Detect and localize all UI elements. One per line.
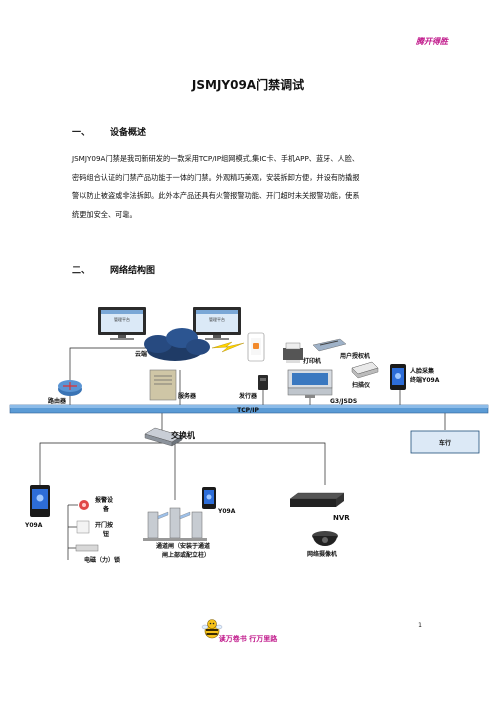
paragraph-line: 统更加安全、可靠。 xyxy=(72,209,137,219)
overview-paragraph: JSMJY09A门禁是我司新研发的一款采用TCP/IP组网模式,集IC卡、手机A… xyxy=(72,150,428,224)
switch-label: 交换机 xyxy=(171,430,195,440)
magnetic-lock-icon xyxy=(75,544,99,552)
section-heading-overview: 一、 设备概述 xyxy=(72,125,146,138)
bee-mascot-icon xyxy=(201,619,223,639)
face-terminal-icon xyxy=(390,364,406,390)
document-title: JSMJY09A门禁调试 xyxy=(191,78,305,92)
access-terminal-icon xyxy=(30,485,50,517)
desktop-computer-icon xyxy=(287,369,333,398)
router-icon xyxy=(58,380,82,396)
gate-terminal-label: Y09A xyxy=(217,508,236,515)
camera-label: 网络摄像机 xyxy=(307,550,337,558)
paragraph-line: JSMJY09A门禁是我司新研发的一款采用TCP/IP组网模式,集IC卡、手机A… xyxy=(72,154,360,163)
camera-icon xyxy=(312,531,338,546)
vehicle-lane-label: 车行 xyxy=(439,439,451,447)
cloud-icon xyxy=(144,328,210,361)
footer-slogan: 读万卷书 行万里路 xyxy=(218,635,278,643)
page-number: 1 xyxy=(418,622,422,629)
nvr-icon xyxy=(289,492,345,507)
exit-button-label-1: 开门按 xyxy=(95,521,113,529)
alarm-icon xyxy=(79,500,89,510)
section-heading-network: 二、 网络结构图 xyxy=(72,263,155,276)
authorization-machine-label: 用户授权机 xyxy=(339,352,370,360)
turnstile-gate-icon xyxy=(143,507,207,541)
card-issuer-icon xyxy=(258,375,268,390)
gate-label-2: 闸上部或配立柱） xyxy=(162,551,210,559)
paragraph-line: 警以防止被盗或非法拆卸。此外本产品还具有火警报警功能、开门超时未关报警功能，使系 xyxy=(72,191,360,200)
card-issuer-label: 发行器 xyxy=(238,392,258,400)
face-terminal-label-1: 人脸采集 xyxy=(410,367,435,375)
switch-icon xyxy=(144,427,183,447)
magnetic-lock-label: 电磁（力）锁 xyxy=(84,556,120,564)
gate-terminal-icon xyxy=(202,487,216,509)
printer-label: 打印机 xyxy=(303,357,321,365)
monitor-icon xyxy=(98,307,146,340)
exit-button-icon xyxy=(76,520,90,534)
header-brand: 腾开得胜 xyxy=(416,37,448,46)
scanner-label: 扫描仪 xyxy=(352,381,371,389)
section-title: 网络结构图 xyxy=(110,266,156,276)
exit-button-label-2: 钮 xyxy=(102,530,109,538)
vehicle-lane-box xyxy=(410,430,480,454)
lightning-icon xyxy=(211,341,245,353)
alarm-label-2: 备 xyxy=(102,505,110,513)
server-icon xyxy=(149,369,177,401)
cloud-label: 云端 xyxy=(135,350,147,358)
paragraph-line: 密码组合认证的门禁产品功能于一体的门禁。外观精巧美观，安装拆卸方便，并设有防撬报 xyxy=(72,172,360,182)
bus-label: TCP/IP xyxy=(237,407,259,414)
section-number: 二、 xyxy=(72,266,91,276)
monitor-left-label: 管理平台 xyxy=(114,316,130,322)
phone-icon xyxy=(247,332,265,362)
scanner-icon xyxy=(351,361,379,379)
authorization-machine-icon xyxy=(312,338,347,352)
router-label: 路由器 xyxy=(48,397,67,405)
alarm-label-1: 报警设 xyxy=(95,496,113,504)
face-terminal-label-2: 终端Y09A xyxy=(409,376,440,384)
tcp-ip-bus xyxy=(9,404,489,414)
gate-label-1: 通道闸（安装于通道 xyxy=(156,542,210,550)
nvr-label: NVR xyxy=(333,514,350,522)
monitor-right-label: 管理平台 xyxy=(209,316,225,322)
section-number: 一、 xyxy=(72,128,91,138)
g3-jsds-label: G3/JSDS xyxy=(330,398,357,405)
y09a-left-label: Y09A xyxy=(24,522,43,529)
monitor-icon xyxy=(193,307,241,340)
printer-icon xyxy=(283,342,303,363)
server-label: 服务器 xyxy=(178,392,197,400)
section-title: 设备概述 xyxy=(110,128,147,138)
